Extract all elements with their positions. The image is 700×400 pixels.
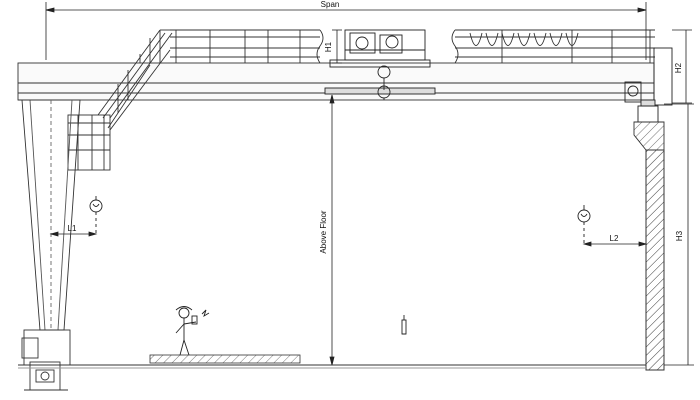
operator-platform <box>149 354 301 364</box>
building-wall <box>633 121 665 371</box>
h2-dimension <box>672 29 692 104</box>
h3-dimension <box>664 103 694 366</box>
leg-end-carriage <box>21 329 71 391</box>
walkway-railing-right <box>451 29 655 64</box>
span-label: Span <box>321 0 340 9</box>
left-hook <box>89 196 103 236</box>
above-floor-dimension <box>329 94 335 366</box>
pendant-control <box>401 315 407 335</box>
floor-line <box>18 364 646 369</box>
h1-label: H1 <box>324 41 333 52</box>
l2-dimension <box>582 241 648 247</box>
l2-label: L2 <box>610 234 619 243</box>
landing-platform <box>67 114 111 171</box>
h1-dimension <box>332 29 342 64</box>
l1-label: L1 <box>68 224 77 233</box>
operator-figure <box>175 306 210 356</box>
walkway-railing-left <box>170 29 324 64</box>
gantry-leg <box>18 99 81 331</box>
hoist-trolley <box>324 29 436 100</box>
above-floor-label: Above Floor <box>319 210 328 253</box>
access-stairs <box>97 29 173 131</box>
span-dimension <box>45 2 647 60</box>
l1-dimension <box>49 231 98 237</box>
h3-label: H3 <box>675 230 684 241</box>
h2-label: H2 <box>674 62 683 73</box>
right-hook <box>577 205 591 246</box>
